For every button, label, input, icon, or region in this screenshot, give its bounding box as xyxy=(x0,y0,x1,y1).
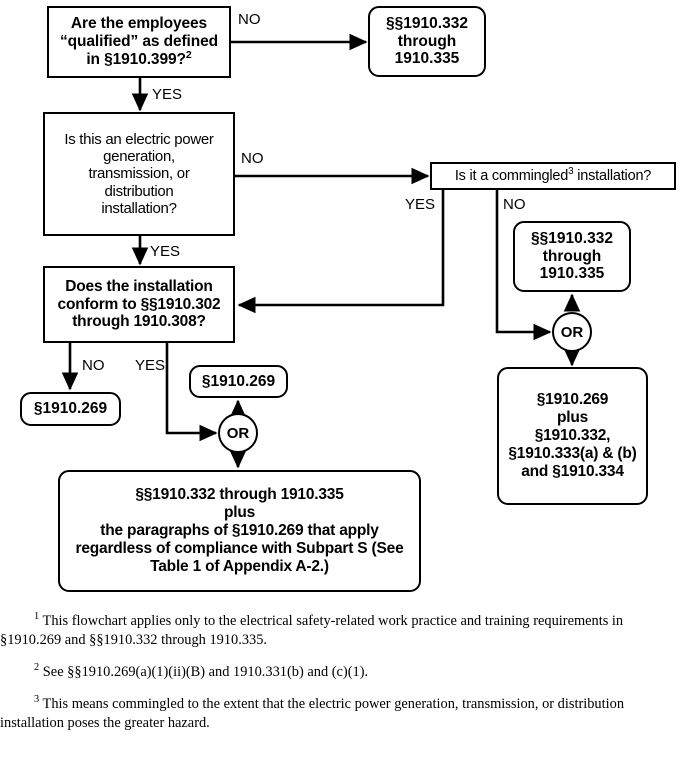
terminal-332-top-label: §§1910.332 through 1910.335 xyxy=(386,14,468,68)
terminal-1910332-through-1910335-right: §§1910.332 through 1910.335 xyxy=(513,221,631,292)
footnote-ref-3: 3 xyxy=(568,165,574,177)
footnotes-section: 1 This flowchart applies only to the ele… xyxy=(0,612,682,769)
decision-electric-power-installation: Is this an electric power generation, tr… xyxy=(43,112,235,236)
edge-label-commingled-no: NO xyxy=(503,196,526,213)
junction-or-left: OR xyxy=(218,413,258,453)
footnote-3-text: This means commingled to the extent that… xyxy=(0,696,625,732)
footnote-ref-2: 2 xyxy=(185,48,192,61)
edge-label-qualified-no: NO xyxy=(238,11,261,28)
junction-or-left-label: OR xyxy=(226,424,250,442)
edge-commingled-yes xyxy=(237,190,445,314)
terminal-big-bottom-label: §§1910.332 through 1910.335 plus the par… xyxy=(75,486,404,575)
footnote-3-marker: 3 xyxy=(34,694,40,706)
decision-commingled-installation: Is it a commingled3 installation? xyxy=(430,162,676,190)
edge-label-conform-yes: YES xyxy=(135,357,166,374)
footnote-1-marker: 1 xyxy=(34,611,40,623)
footnote-1-text: This flowchart applies only to the elect… xyxy=(0,613,624,649)
terminal-1910332-through-1910335-top: §§1910.332 through 1910.335 xyxy=(368,6,486,77)
decision-commingled-installation-label: Is it a commingled3 installation? xyxy=(454,165,652,184)
edge-conform-yes xyxy=(165,343,218,442)
terminal-269-middle-label: §1910.269 xyxy=(201,372,276,390)
edge-commingled-no xyxy=(495,190,552,341)
footnote-2-text: See §§1910.269(a)(1)(ii)(B) and 1910.331… xyxy=(42,664,369,681)
terminal-269-left-label: §1910.269 xyxy=(33,400,108,418)
edge-label-commingled-yes: YES xyxy=(405,196,436,213)
footnote-1: 1 This flowchart applies only to the ele… xyxy=(0,612,682,650)
junction-or-right: OR xyxy=(552,312,592,352)
terminal-332-through-335-plus-paragraphs: §§1910.332 through 1910.335 plus the par… xyxy=(58,470,421,592)
decision-employees-qualified: Are the employees “qualified” as defined… xyxy=(47,6,231,78)
flowchart-connectors xyxy=(61,33,581,469)
footnote-2-marker: 2 xyxy=(34,662,40,674)
decision-installation-conforms-label: Does the installation conform to §§1910.… xyxy=(57,277,221,331)
terminal-1910269-middle: §1910.269 xyxy=(189,365,288,398)
terminal-1910269-left: §1910.269 xyxy=(20,392,121,426)
terminal-right-plus-label: §1910.269 plus §1910.332, §1910.333(a) &… xyxy=(508,391,637,480)
terminal-332-right-label: §§1910.332 through 1910.335 xyxy=(531,229,613,283)
junction-or-right-label: OR xyxy=(560,323,584,341)
terminal-269-plus-332-333-334: §1910.269 plus §1910.332, §1910.333(a) &… xyxy=(497,367,648,505)
edge-label-epg-no: NO xyxy=(241,150,264,167)
footnote-3: 3 This means commingled to the extent th… xyxy=(0,695,682,733)
edge-label-conform-no: NO xyxy=(82,357,105,374)
edge-label-qualified-yes: YES xyxy=(152,86,183,103)
decision-electric-power-installation-label: Is this an electric power generation, tr… xyxy=(64,130,214,218)
edge-label-epg-yes: YES xyxy=(150,243,181,260)
footnote-2: 2 See §§1910.269(a)(1)(ii)(B) and 1910.3… xyxy=(0,663,682,682)
decision-installation-conforms: Does the installation conform to §§1910.… xyxy=(43,266,235,343)
decision-employees-qualified-label: Are the employees “qualified” as defined… xyxy=(60,15,218,68)
